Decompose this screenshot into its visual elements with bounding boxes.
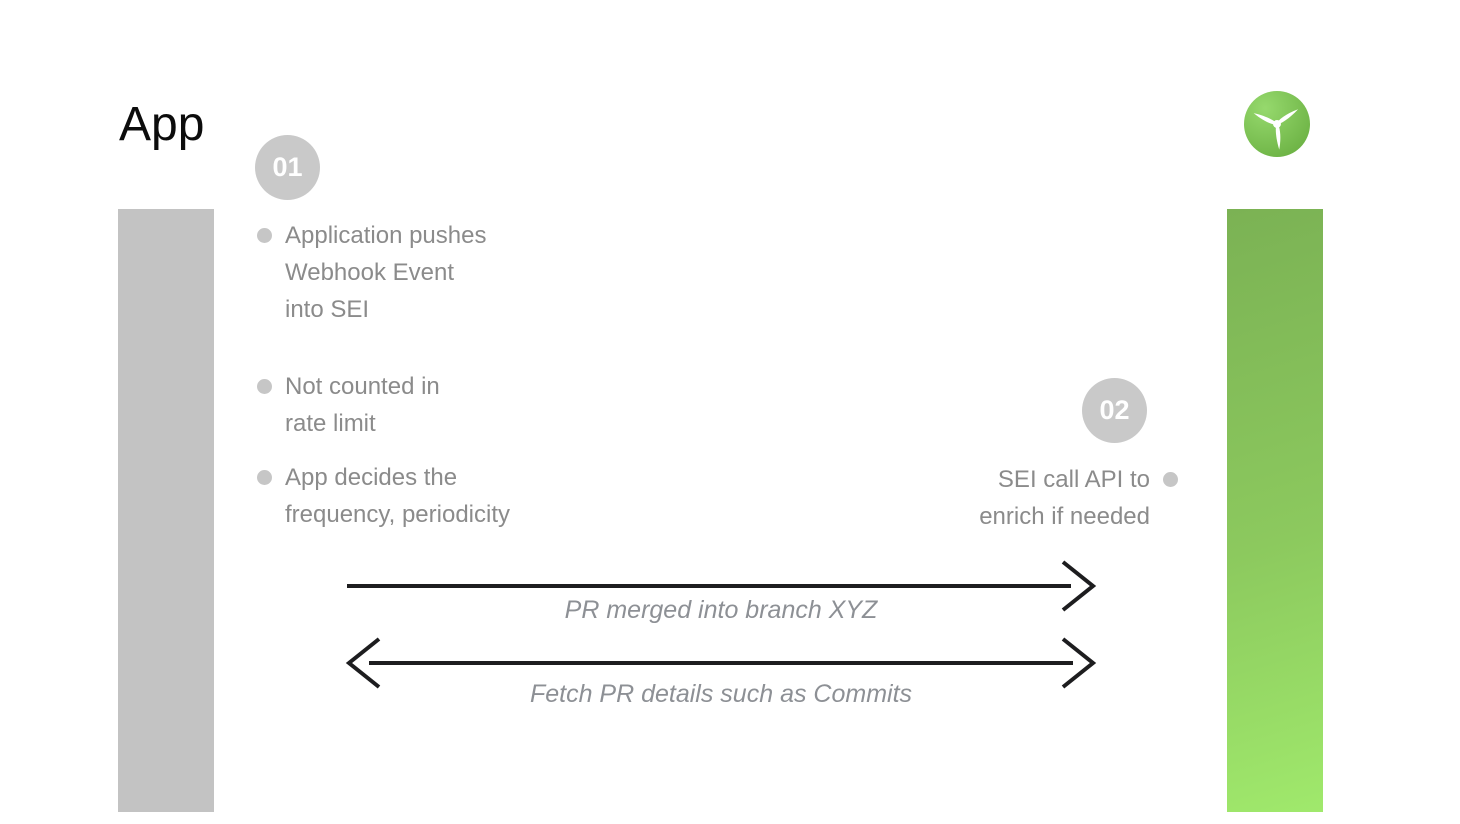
page-title: App	[119, 98, 205, 151]
bullet-line: App decides the	[285, 464, 458, 491]
bullet-text: SEI call API to enrich if needed	[945, 461, 1150, 535]
bullet-item-webhook: Application pushes Webhook Event into SE…	[257, 217, 486, 328]
bullet-dot-icon	[257, 379, 272, 394]
step-badge-01: 01	[255, 135, 320, 200]
arrow-label-fetch-pr: Fetch PR details such as Commits	[529, 680, 913, 708]
bullet-dot-icon	[257, 470, 272, 485]
bullet-line: frequency, periodicity	[285, 501, 510, 528]
bullet-line: Application pushes	[285, 222, 487, 249]
propeller-logo-svg	[1244, 91, 1310, 157]
step-badge-02: 02	[1082, 378, 1147, 443]
bullet-item-rate-limit: Not counted in rate limit	[257, 368, 440, 442]
app-lane-bar	[118, 209, 214, 812]
arrow-right-icon	[347, 560, 1097, 612]
bullet-line: SEI call API to	[997, 466, 1150, 493]
bullet-dot-icon	[1163, 472, 1178, 487]
bullet-text: App decides the frequency, periodicity	[285, 459, 510, 533]
bullet-text: Not counted in rate limit	[285, 368, 440, 442]
bullet-line: enrich if needed	[979, 503, 1150, 530]
bullet-dot-icon	[257, 228, 272, 243]
bullet-line: into SEI	[285, 296, 370, 323]
arrow-label-pr-merged: PR merged into branch XYZ	[564, 596, 878, 624]
bullet-line: Webhook Event	[285, 259, 454, 286]
sei-lane-bar	[1227, 209, 1323, 812]
bullet-item-frequency: App decides the frequency, periodicity	[257, 459, 510, 533]
bullet-line: rate limit	[285, 410, 376, 437]
arrow-double-icon	[345, 637, 1097, 689]
bullet-item-enrich: SEI call API to enrich if needed	[945, 461, 1178, 535]
propeller-logo-icon	[1244, 91, 1310, 157]
bullet-line: Not counted in	[285, 373, 440, 400]
bullet-text: Application pushes Webhook Event into SE…	[285, 217, 486, 328]
